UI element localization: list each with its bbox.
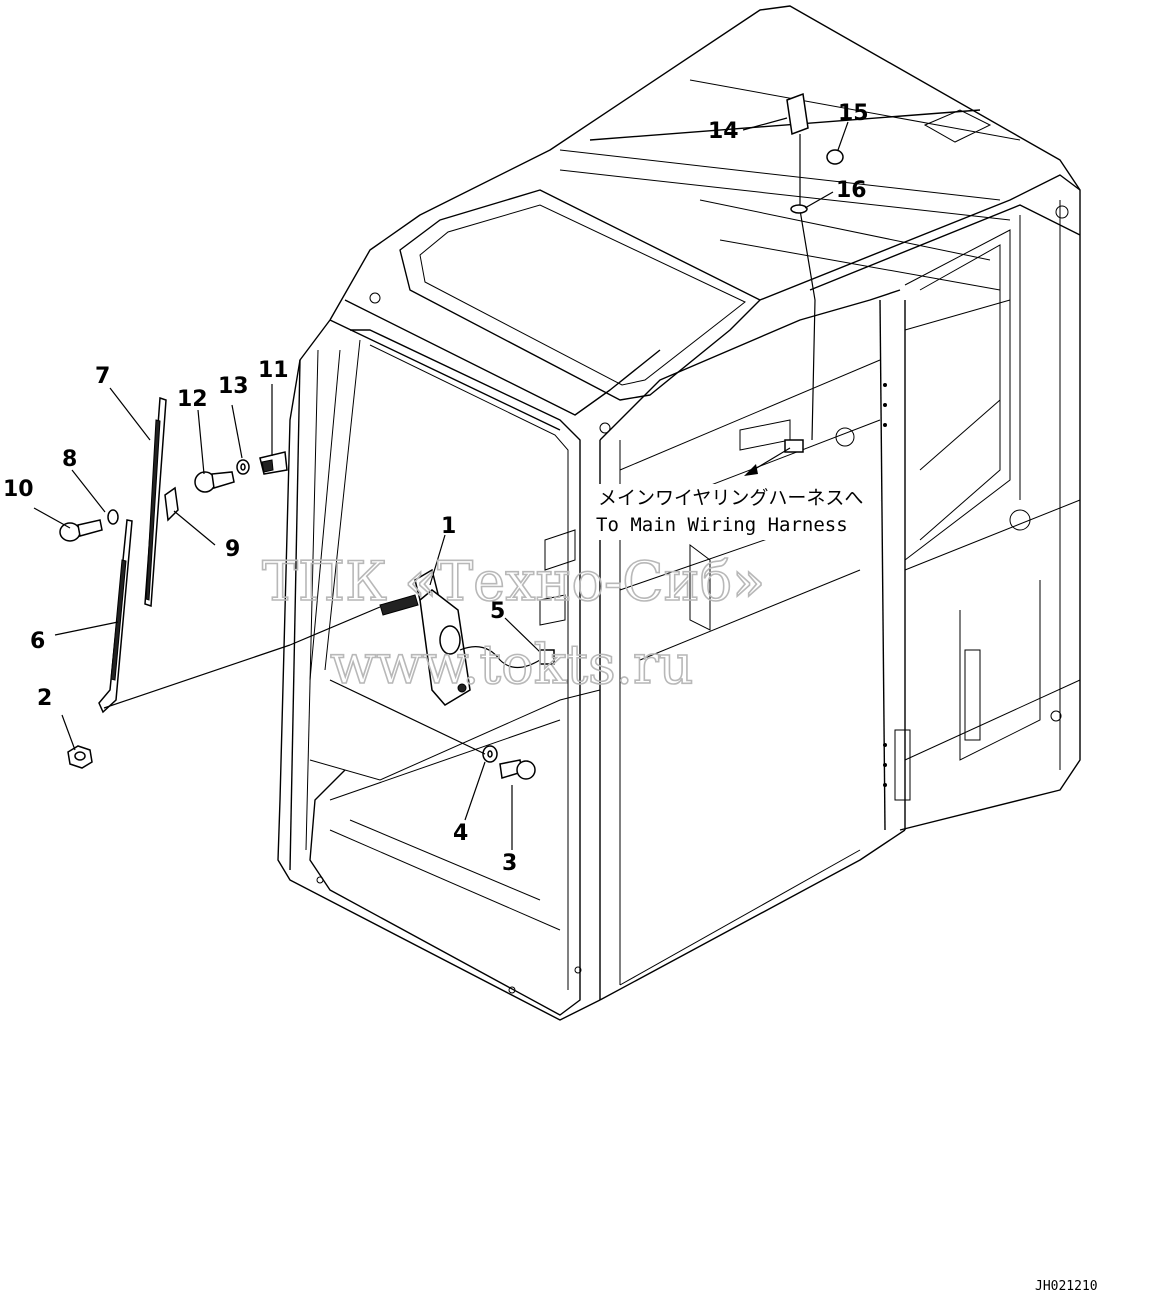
bolt-part-3 xyxy=(499,759,536,780)
clip-part-9 xyxy=(164,486,179,522)
callout-14: 14 xyxy=(708,119,739,144)
operator-cab-drawing xyxy=(277,5,1081,1021)
callout-15: 15 xyxy=(838,101,869,126)
callout-13: 13 xyxy=(218,374,249,399)
leader-lines xyxy=(33,117,849,850)
callout-11: 11 xyxy=(258,358,289,383)
cap-part-11 xyxy=(259,451,288,475)
plug-part-15 xyxy=(826,149,844,165)
wiper-arm-part-6 xyxy=(98,519,133,714)
watermark-company: ТПК «Техно-Сиб» xyxy=(262,550,765,613)
callout-1: 1 xyxy=(441,514,456,539)
harness-note: メインワイヤリングハーネスへ To Main Wiring Harness xyxy=(588,484,880,540)
bolt-part-12 xyxy=(194,471,235,493)
bolt-part-10 xyxy=(59,519,103,542)
washer-part-13 xyxy=(236,459,250,475)
callout-9: 9 xyxy=(225,537,240,562)
nut-part-2 xyxy=(67,745,93,769)
callout-10: 10 xyxy=(3,477,34,502)
callout-6: 6 xyxy=(30,629,45,654)
grommet-part-16 xyxy=(790,204,808,214)
callout-7: 7 xyxy=(95,364,110,389)
washer-part-8 xyxy=(107,509,119,525)
drawing-code: JH021210 xyxy=(1035,1279,1098,1294)
harness-note-english: To Main Wiring Harness xyxy=(596,514,848,536)
wiper-blade-part-7 xyxy=(144,396,167,608)
harness-note-japanese: メインワイヤリングハーネスへ xyxy=(598,487,863,509)
callout-3: 3 xyxy=(502,851,517,876)
callout-12: 12 xyxy=(177,387,208,412)
wiper-motor-part-1 xyxy=(379,568,471,706)
callout-5: 5 xyxy=(490,599,505,624)
callout-4: 4 xyxy=(453,821,468,846)
connector-cable-part-5 xyxy=(459,646,555,669)
switch-part-14 xyxy=(784,92,816,453)
watermark: ТПК «Техно-Сиб» www.tokts.ru xyxy=(261,549,766,697)
watermark-url: www.tokts.ru xyxy=(330,633,694,696)
callout-16: 16 xyxy=(836,178,867,203)
washer-part-4 xyxy=(482,745,498,763)
callout-2: 2 xyxy=(37,686,52,711)
callout-labels: 1 2 3 4 5 6 7 8 9 10 11 12 13 14 15 16 xyxy=(3,101,869,876)
callout-8: 8 xyxy=(62,447,77,472)
